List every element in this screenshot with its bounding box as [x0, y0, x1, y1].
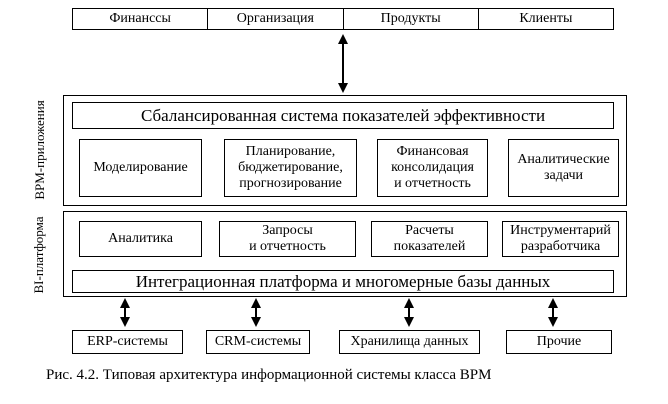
other-sources-box: Прочие — [506, 330, 612, 354]
modeling-box: Моделирование — [79, 139, 202, 197]
planning-box: Планирование, бюджетирование, прогнозиро… — [224, 139, 357, 197]
top-categories-bar: Финанссы Организация Продукты Клиенты — [72, 8, 614, 30]
indicator-calc-box: Расчеты показателей — [371, 221, 488, 257]
crm-systems-box: CRM-системы — [206, 330, 310, 354]
bpm-layer-label: BPM-приложения — [32, 100, 47, 200]
category-organization: Организация — [208, 9, 344, 29]
queries-reporting-box: Запросы и отчетность — [219, 221, 356, 257]
figure-caption: Рис. 4.2. Типовая архитектура информацио… — [46, 367, 492, 383]
dev-toolkit-box: Инструментарий разработчика — [502, 221, 619, 257]
analytics-box: Аналитика — [79, 221, 202, 257]
category-finance: Финанссы — [73, 9, 209, 29]
balanced-scorecard-box: Сбалансированная система показателей эфф… — [72, 102, 614, 129]
bi-layer — [63, 211, 627, 297]
category-products: Продукты — [344, 9, 479, 29]
category-clients: Клиенты — [519, 11, 573, 26]
integration-platform-box: Интеграционная платформа и многомерные б… — [72, 270, 614, 293]
analytic-tasks-box: Аналитические задачи — [508, 139, 619, 197]
consolidation-box: Финансовая консолидация и отчетность — [377, 139, 488, 197]
data-warehouses-box: Хранилища данных — [339, 330, 480, 354]
bpm-layer — [63, 95, 627, 206]
bi-layer-label: BI-платформа — [31, 216, 46, 294]
erp-systems-box: ERP-системы — [72, 330, 183, 354]
